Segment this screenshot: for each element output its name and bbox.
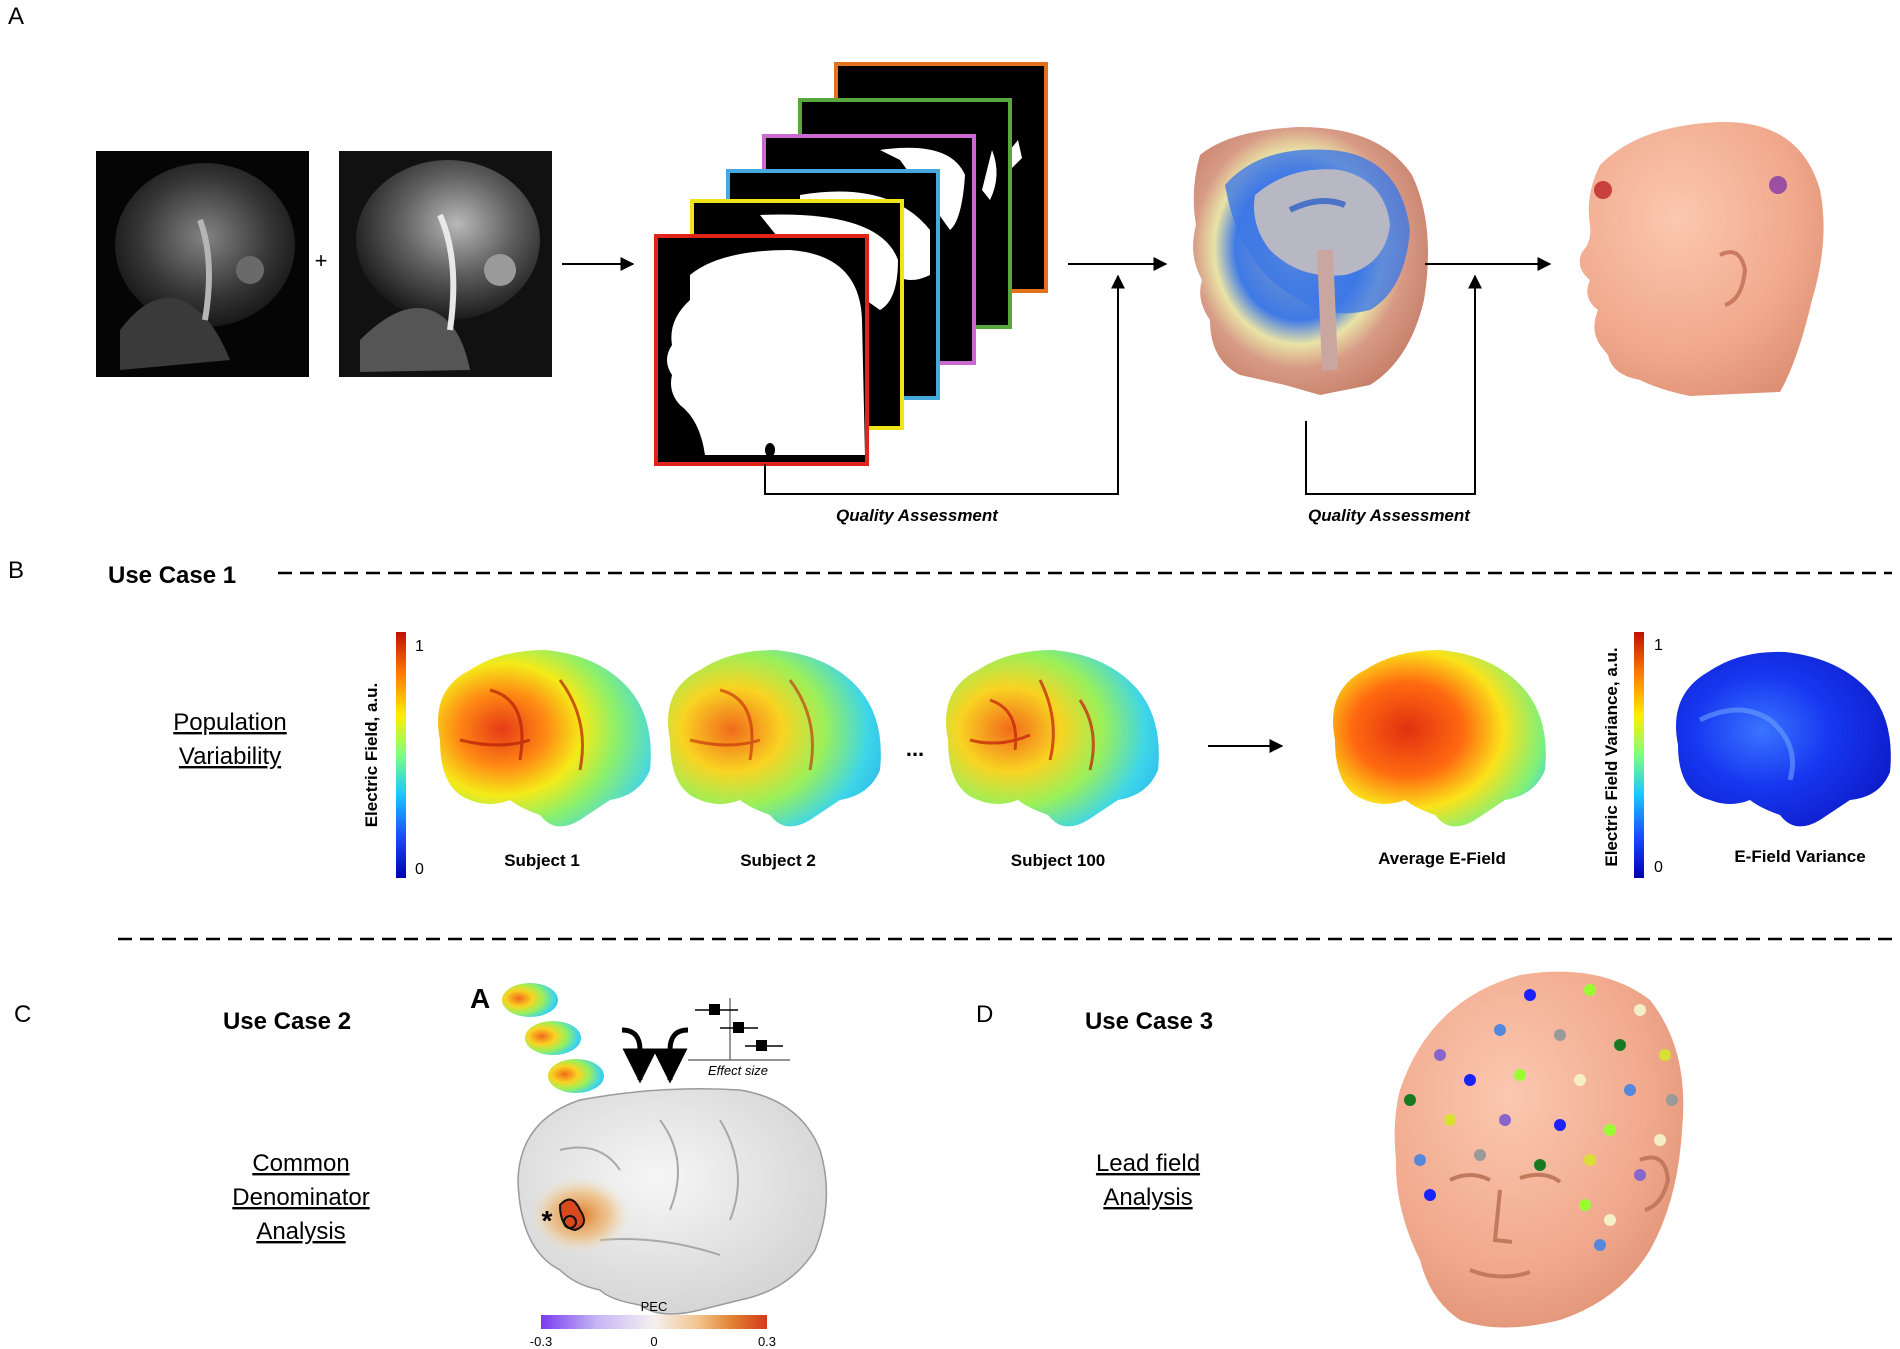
plus-sign: + <box>315 248 328 273</box>
pec-brain-map <box>517 1088 828 1315</box>
electrode-dot <box>1624 1084 1636 1096</box>
pec-max: 0.3 <box>758 1334 776 1349</box>
common-denominator-line2: Denominator <box>232 1184 369 1211</box>
common-denominator-line3: Analysis <box>256 1218 345 1245</box>
brain-subject-2 <box>668 650 881 827</box>
panel-c-label: C <box>14 1001 31 1028</box>
average-efield-label: Average E-Field <box>1378 849 1506 868</box>
subject-1-label: Subject 1 <box>504 851 580 870</box>
panel-a-label: A <box>8 3 24 30</box>
efield-colorbar-min: 0 <box>415 861 424 878</box>
electrode-dot <box>1584 1154 1596 1166</box>
electrode-dot <box>1494 1024 1506 1036</box>
electrode-dot <box>1574 1074 1586 1086</box>
inset-a-label: A <box>470 983 490 1014</box>
mri-t2-image <box>339 151 552 377</box>
efield-variance-label: E-Field Variance <box>1734 847 1865 866</box>
lead-field-line1: Lead field <box>1096 1150 1200 1177</box>
use-case-1-title: Use Case 1 <box>108 562 236 589</box>
panel-d-label: D <box>976 1001 993 1028</box>
electrode-dot <box>1414 1154 1426 1166</box>
variance-colorbar <box>1634 632 1644 878</box>
use-case-2-title: Use Case 2 <box>223 1008 351 1035</box>
eeg-head-model <box>1394 971 1684 1328</box>
brain-subject-100 <box>946 650 1159 827</box>
pec-colorbar <box>541 1315 767 1329</box>
electrode-dot <box>1554 1119 1566 1131</box>
tissue-segmentation-image <box>1193 127 1428 395</box>
asterisk: * <box>542 1205 553 1236</box>
electrode-dot <box>1424 1189 1436 1201</box>
electrode-dot <box>1524 989 1536 1001</box>
electrode-dot <box>1499 1114 1511 1126</box>
electrode-dot <box>1654 1134 1666 1146</box>
electrode-dot <box>1464 1074 1476 1086</box>
electrode-dot <box>1634 1169 1646 1181</box>
brain-efield-variance <box>1676 651 1891 827</box>
electrode-dot <box>1584 984 1596 996</box>
segmentation-masks <box>654 62 1048 466</box>
electrode-dot <box>1659 1049 1671 1061</box>
merge-arrows-icon <box>621 1027 689 1084</box>
variance-colorbar-max: 1 <box>1654 637 1663 654</box>
population-variability-line1: Population <box>173 709 286 736</box>
efield-colorbar-max: 1 <box>415 638 424 655</box>
use-case-3-title: Use Case 3 <box>1085 1008 1213 1035</box>
electrode-dot <box>1634 1004 1646 1016</box>
electrode-dot <box>1514 1069 1526 1081</box>
qa-right-label: Quality Assessment <box>1308 506 1471 525</box>
electrode-dot <box>1604 1214 1616 1226</box>
effect-size-label: Effect size <box>708 1063 768 1078</box>
inset-brains <box>502 983 604 1093</box>
panel-b-label: B <box>8 557 24 584</box>
mri-t1-image <box>96 151 309 377</box>
lead-field-line2: Analysis <box>1103 1184 1192 1211</box>
electrode-dot <box>1534 1159 1546 1171</box>
pec-mid: 0 <box>650 1334 657 1349</box>
subject-100-label: Subject 100 <box>1011 851 1106 870</box>
variance-colorbar-min: 0 <box>1654 859 1663 876</box>
electrode-dot <box>1579 1199 1591 1211</box>
ellipsis: ... <box>906 736 924 761</box>
brain-average-efield <box>1333 650 1546 827</box>
qa-left-label: Quality Assessment <box>836 506 999 525</box>
electrode-right-icon <box>1769 176 1787 194</box>
electrode-dot <box>1604 1124 1616 1136</box>
electrode-dot <box>1666 1094 1678 1106</box>
electrode-dots <box>1404 984 1678 1251</box>
common-denominator-line1: Common <box>252 1150 349 1177</box>
electrode-dot <box>1404 1094 1416 1106</box>
electrode-dot <box>1444 1114 1456 1126</box>
effect-size-plot <box>688 998 790 1061</box>
electrode-dot <box>1434 1049 1446 1061</box>
electrode-left-icon <box>1594 181 1612 199</box>
qa-loop-left <box>764 274 1125 495</box>
electrode-dot <box>1614 1039 1626 1051</box>
electrode-dot <box>1554 1029 1566 1041</box>
variance-colorbar-label: Electric Field Variance, a.u. <box>1602 647 1621 866</box>
pec-min: -0.3 <box>530 1334 552 1349</box>
efield-colorbar <box>396 632 406 878</box>
brain-subject-1 <box>438 650 651 827</box>
qa-loop-right <box>1305 274 1482 495</box>
pec-title: PEC <box>641 1299 668 1314</box>
electrode-dot <box>1594 1239 1606 1251</box>
efield-colorbar-label: Electric Field, a.u. <box>362 683 381 828</box>
subject-2-label: Subject 2 <box>740 851 816 870</box>
electrode-dot <box>1474 1149 1486 1161</box>
population-variability-line2: Variability <box>179 743 281 770</box>
head-model-3d <box>1579 121 1824 396</box>
